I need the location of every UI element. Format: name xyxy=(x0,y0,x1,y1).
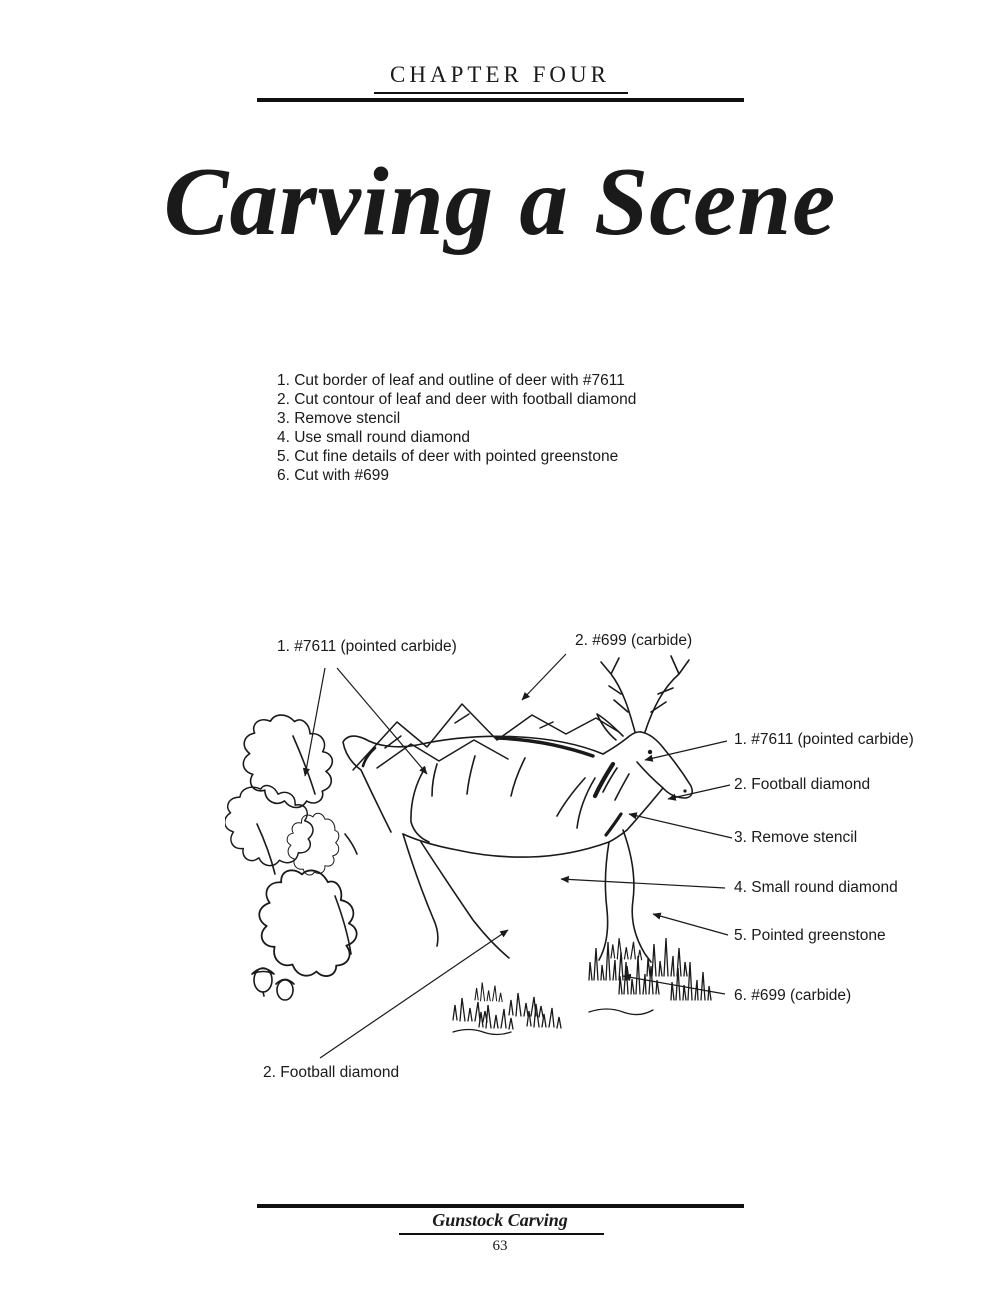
step-6: 6. Cut with #699 xyxy=(277,467,390,484)
header-thin-rule xyxy=(374,92,628,94)
footer-book-title: Gunstock Carving xyxy=(432,1210,568,1230)
callout-label-699-top: 2. #699 (carbide) xyxy=(575,632,693,649)
callout-label-right-5: 5. Pointed greenstone xyxy=(734,927,886,944)
callout-label-right-3: 3. Remove stencil xyxy=(734,829,858,846)
callout-label-7611-top: 1. #7611 (pointed carbide) xyxy=(277,638,457,655)
deer-drawing xyxy=(342,655,693,963)
callout-lines xyxy=(302,653,733,1059)
grass-drawing xyxy=(452,937,712,1036)
callout-label-right-1: 1. #7611 (pointed carbide) xyxy=(734,731,914,748)
page-number: 63 xyxy=(492,1238,508,1254)
callout-label-right-2: 2. Football diamond xyxy=(734,776,871,793)
step-4: 4. Use small round diamond xyxy=(277,429,470,446)
steps-list: 1. Cut border of leaf and outline of dee… xyxy=(277,371,636,485)
scene-illustration xyxy=(225,653,733,1059)
step-5: 5. Cut fine details of deer with pointed… xyxy=(277,448,619,465)
callout-label-right-4: 4. Small round diamond xyxy=(734,879,898,896)
footer-thin-rule xyxy=(399,1233,604,1235)
callout-label-football-bottom: 2. Football diamond xyxy=(263,1064,400,1081)
chapter-heading: CHAPTER FOUR xyxy=(390,62,610,87)
footer-thick-rule xyxy=(257,1204,744,1208)
page-title: Carving a Scene xyxy=(163,148,837,255)
step-1: 1. Cut border of leaf and outline of dee… xyxy=(277,372,625,389)
step-2: 2. Cut contour of leaf and deer with foo… xyxy=(277,391,637,408)
callout-label-right-6: 6. #699 (carbide) xyxy=(734,987,852,1004)
header-thick-rule xyxy=(257,98,744,102)
oak-leaf-border-drawing xyxy=(225,709,377,1001)
step-3: 3. Remove stencil xyxy=(277,410,401,427)
